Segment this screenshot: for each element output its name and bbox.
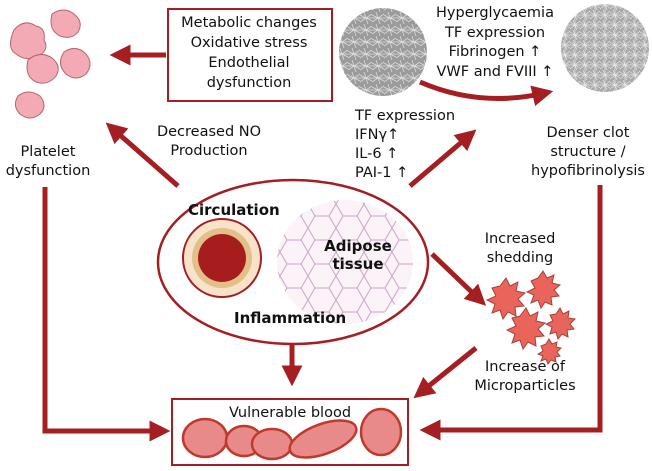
platelet-dysfunction-text: Platelet dysfunction [0,143,96,181]
red-blood-cell [288,419,358,459]
metabolic-line-1: Metabolic changes [181,15,317,31]
fibrin-image-left [339,8,427,96]
platelet-line-2: dysfunction [5,163,91,179]
platelet-cluster [10,9,91,119]
microparticles-line-2: Microparticles [474,378,576,394]
adipose-label: Adipose tissue [323,237,393,273]
adipose-line-2: tissue [332,255,384,273]
vulnerable-blood-label: Vulnerable blood [228,405,352,421]
platelet [60,48,91,79]
adipose-line-1: Adipose [324,237,392,255]
shedding-line-2: shedding [486,250,554,266]
red-blood-cells [181,407,403,461]
metabolic-changes-box [167,8,333,102]
platelet [14,91,45,119]
markers-line-3: IL-6 ↑ [355,146,399,162]
markers-line-1: TF expression [355,108,456,124]
coagulation-line-4: VWF and FVIII ↑ [436,63,554,80]
decreased-no-text: Decreased NO Production [147,123,271,161]
no-line-1: Decreased NO [156,124,262,140]
red-blood-cell [250,427,294,461]
denser-clot-text: Denser clot structure / hypofibrinolysis [526,124,650,181]
metabolic-changes-text: Metabolic changes Oxidative stress Endot… [169,13,329,93]
microparticle [505,307,547,351]
adipose-tissue-image [277,200,413,324]
red-blood-cell [181,417,229,459]
no-line-2: Production [170,143,248,159]
platelet [10,22,47,60]
microparticles-text: Increase of Microparticles [470,358,580,396]
microparticles-line-1: Increase of [485,359,565,375]
microparticle [536,338,563,366]
inflammation-label: Inflammation [234,309,347,327]
microparticle [544,307,577,341]
coagulation-factors-text: Hyperglycaemia TF expression Fibrinogen … [426,4,564,82]
arrow-microparticles-to-blood [413,346,478,399]
red-blood-cell [359,407,403,457]
arrow-right-path [419,185,603,441]
arrow-center-to-platelets [105,122,180,188]
arrows [42,44,603,442]
arrow-fibrin-curve [419,79,554,107]
arrow-left-path [42,187,171,442]
microparticle-cluster [485,270,577,366]
inflammatory-markers-text: TF expression IFNγ↑ IL-6 ↑ PAI-1 ↑ [355,107,455,183]
clot-line-3: hypofibrinolysis [531,163,645,179]
blood-vessel-image [182,218,262,298]
arrow-center-to-fibrin [408,129,477,188]
microparticle [485,277,527,321]
circulation-label: Circulation [188,201,280,219]
arrow-center-to-microparticles [430,252,487,306]
platelet-line-1: Platelet [20,144,76,160]
clot-line-2: structure / [550,144,626,160]
markers-line-4: PAI-1 ↑ [355,165,409,181]
coagulation-line-3: Fibrinogen ↑ [448,44,542,60]
platelet [26,54,59,84]
fibrin-image-right [561,4,649,92]
metabolic-line-3: Endothelial [208,55,290,71]
clot-line-1: Denser clot [546,125,630,141]
platelet [50,9,81,38]
coagulation-line-1: Hyperglycaemia [436,5,554,21]
metabolic-line-4: dysfunction [206,75,292,91]
microparticle [525,270,562,310]
markers-line-2: IFNγ↑ [355,127,400,143]
metabolic-line-2: Oxidative stress [190,35,308,51]
increased-shedding-text: Increased shedding [475,230,565,268]
shedding-line-1: Increased [484,231,556,247]
coagulation-line-2: TF expression [444,24,546,41]
